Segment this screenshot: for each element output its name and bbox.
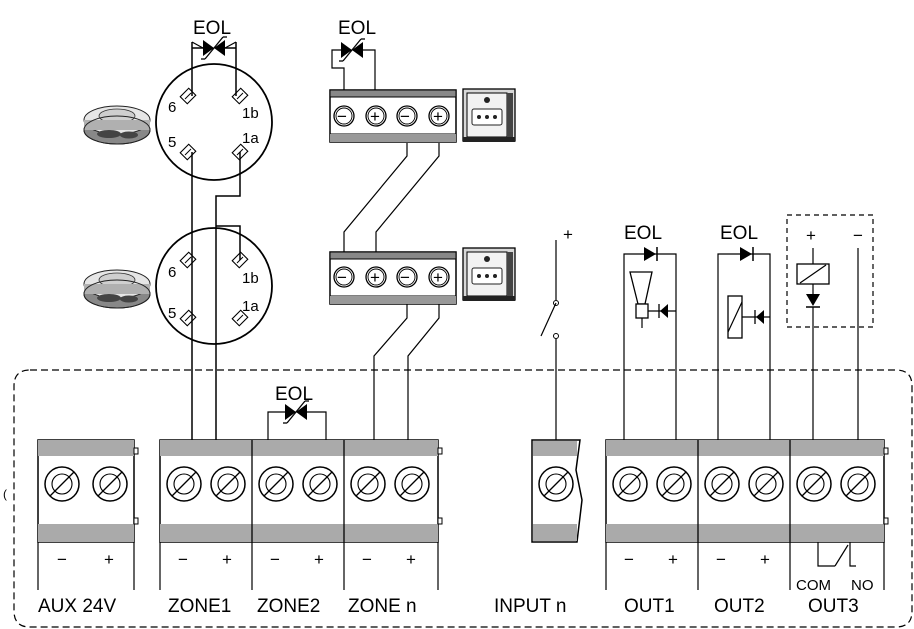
svg-text:−: − <box>624 550 634 569</box>
pin-1a-top: 1a <box>242 130 259 147</box>
detector-base-top: 6 5 1b 1a <box>155 63 273 181</box>
eol-resistor-callpoint: EOL <box>331 18 376 90</box>
svg-text:+: + <box>760 550 770 569</box>
out3-contact <box>817 542 856 567</box>
svg-text:−: − <box>400 268 410 287</box>
svg-text:EOL: EOL <box>275 384 313 405</box>
label-out1: OUT1 <box>624 596 675 617</box>
input-switch: + <box>540 225 573 440</box>
terminal-block-input <box>531 439 583 543</box>
pin-6-bottom: 6 <box>168 264 176 281</box>
pin-6-top: 6 <box>168 99 176 116</box>
callpoint-terminal-top: − + − + <box>329 89 457 143</box>
terminal-block-aux <box>37 439 139 543</box>
svg-text:EOL: EOL <box>338 18 376 39</box>
svg-text:+: + <box>222 550 232 569</box>
smoke-detector-icon <box>83 105 151 145</box>
label-com: COM <box>796 577 831 594</box>
pin-1a-bottom: 1a <box>242 298 259 315</box>
terminal-labels: − + AUX 24V − + ZONE1 − + ZONE2 − + ZONE… <box>38 550 874 617</box>
label-zone-n: ZONE n <box>348 596 417 617</box>
label-zone2: ZONE2 <box>257 596 320 617</box>
out2-relay: EOL <box>717 223 771 440</box>
eol-resistor-detector: EOL <box>191 18 237 60</box>
eol-resistor-zone2: EOL <box>267 384 327 440</box>
out3-minus: − <box>853 226 863 245</box>
label-aux-24v: AUX 24V <box>38 596 116 617</box>
terminal-block-zones <box>159 439 443 543</box>
svg-text:+: + <box>433 268 443 287</box>
label-out2: OUT2 <box>714 596 765 617</box>
svg-text:−: − <box>362 550 372 569</box>
label-input-n: INPUT n <box>494 596 567 617</box>
terminal-block-outputs <box>605 439 889 543</box>
pin-1b-bottom: 1b <box>242 270 259 287</box>
out3-relay-box: + − <box>786 214 874 440</box>
terminal-ticks <box>37 542 885 590</box>
svg-text:+: + <box>314 550 324 569</box>
svg-text:−: − <box>337 107 347 126</box>
input-plus: + <box>563 225 573 244</box>
svg-text:−: − <box>716 550 726 569</box>
label-out3: OUT3 <box>808 596 859 617</box>
pin-5-bottom: 5 <box>168 305 176 322</box>
manual-call-point-icon <box>462 247 516 302</box>
eol-label: EOL <box>193 18 231 39</box>
svg-text:+: + <box>370 268 380 287</box>
pin-5-top: 5 <box>168 134 176 151</box>
svg-text:EOL: EOL <box>720 223 758 244</box>
svg-text:+: + <box>406 550 416 569</box>
svg-text:+: + <box>104 550 114 569</box>
svg-text:−: − <box>270 550 280 569</box>
svg-text:−: − <box>337 268 347 287</box>
svg-text:EOL: EOL <box>624 223 662 244</box>
smoke-detector-icon <box>83 269 151 309</box>
out1-sounder: EOL <box>623 223 677 440</box>
svg-text:+: + <box>370 107 380 126</box>
svg-text:−: − <box>178 550 188 569</box>
callpoint-terminal-bottom: − + − + <box>329 251 457 305</box>
label-no: NO <box>851 577 874 594</box>
svg-text:−: − <box>400 107 410 126</box>
out3-plus: + <box>806 226 816 245</box>
svg-text:+: + <box>668 550 678 569</box>
label-zone1: ZONE1 <box>168 596 231 617</box>
manual-call-point-icon <box>462 88 516 143</box>
pin-1b-top: 1b <box>242 105 259 122</box>
svg-text:−: − <box>57 550 67 569</box>
left-mark: ( <box>3 487 7 501</box>
panel-outline <box>13 369 913 628</box>
detector-base-bottom: 6 5 1b 1a <box>155 227 273 345</box>
svg-text:+: + <box>433 107 443 126</box>
